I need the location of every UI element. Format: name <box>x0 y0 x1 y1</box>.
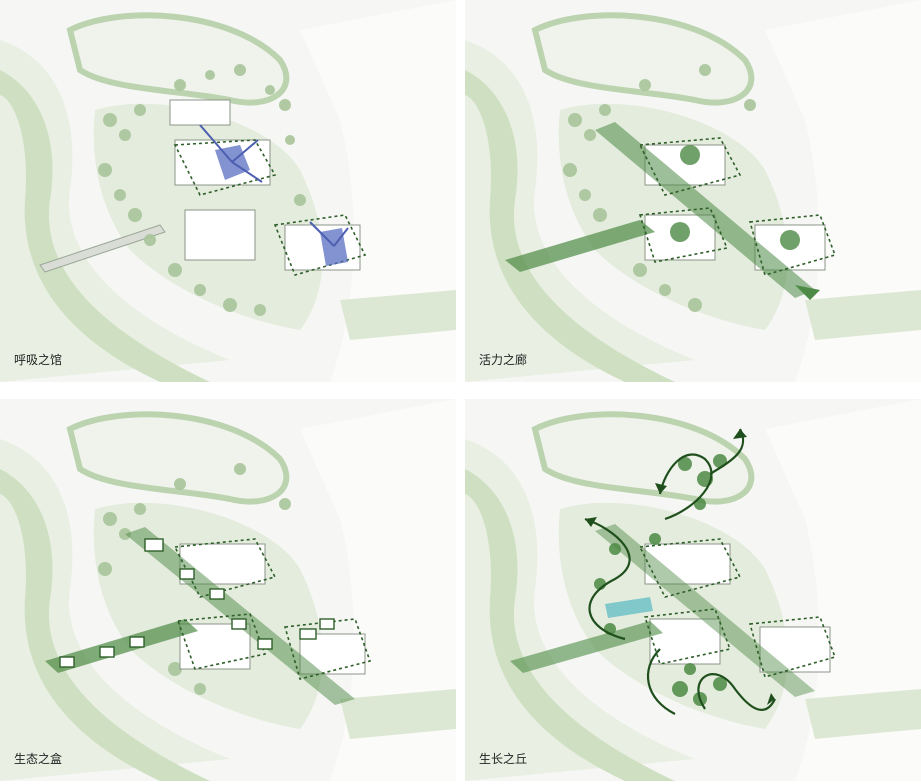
base-landscape <box>0 0 456 382</box>
growth-arrows <box>584 428 776 715</box>
buildings <box>644 543 831 673</box>
dashed-outlines <box>638 538 837 678</box>
growth-arrowheads <box>585 429 775 705</box>
dashed-outlines <box>638 137 837 276</box>
dashed-outlines <box>173 538 372 680</box>
caption-growth-hill: 生长之丘 <box>479 752 528 766</box>
buildings <box>169 99 361 271</box>
panel-vitality-corridor: 活力之廊 <box>465 0 921 382</box>
caption-vitality-corridor: 活力之廊 <box>479 353 528 367</box>
caption-ecology-box: 生态之盒 <box>14 752 63 766</box>
caption-breathing-hall: 呼吸之馆 <box>14 353 63 367</box>
activity-nodes <box>670 145 800 250</box>
vitality-corridor <box>505 122 820 300</box>
base-landscape <box>465 0 921 382</box>
buildings <box>179 543 366 675</box>
base-landscape <box>465 399 921 781</box>
eco-boxes <box>59 538 335 668</box>
ecology-box-diagram <box>0 399 456 781</box>
growth-hill-diagram <box>465 399 921 781</box>
base-landscape <box>0 399 456 781</box>
panel-breathing-hall: 呼吸之馆 <box>0 0 456 382</box>
panel-growth-hill: 生长之丘 <box>465 399 921 781</box>
panel-ecology-box: 生态之盒 <box>0 399 456 781</box>
breathing-hall-diagram <box>0 0 456 382</box>
breathing-volumes <box>199 124 349 266</box>
dashed-outlines <box>173 139 367 276</box>
vitality-corridor-diagram <box>465 0 921 382</box>
